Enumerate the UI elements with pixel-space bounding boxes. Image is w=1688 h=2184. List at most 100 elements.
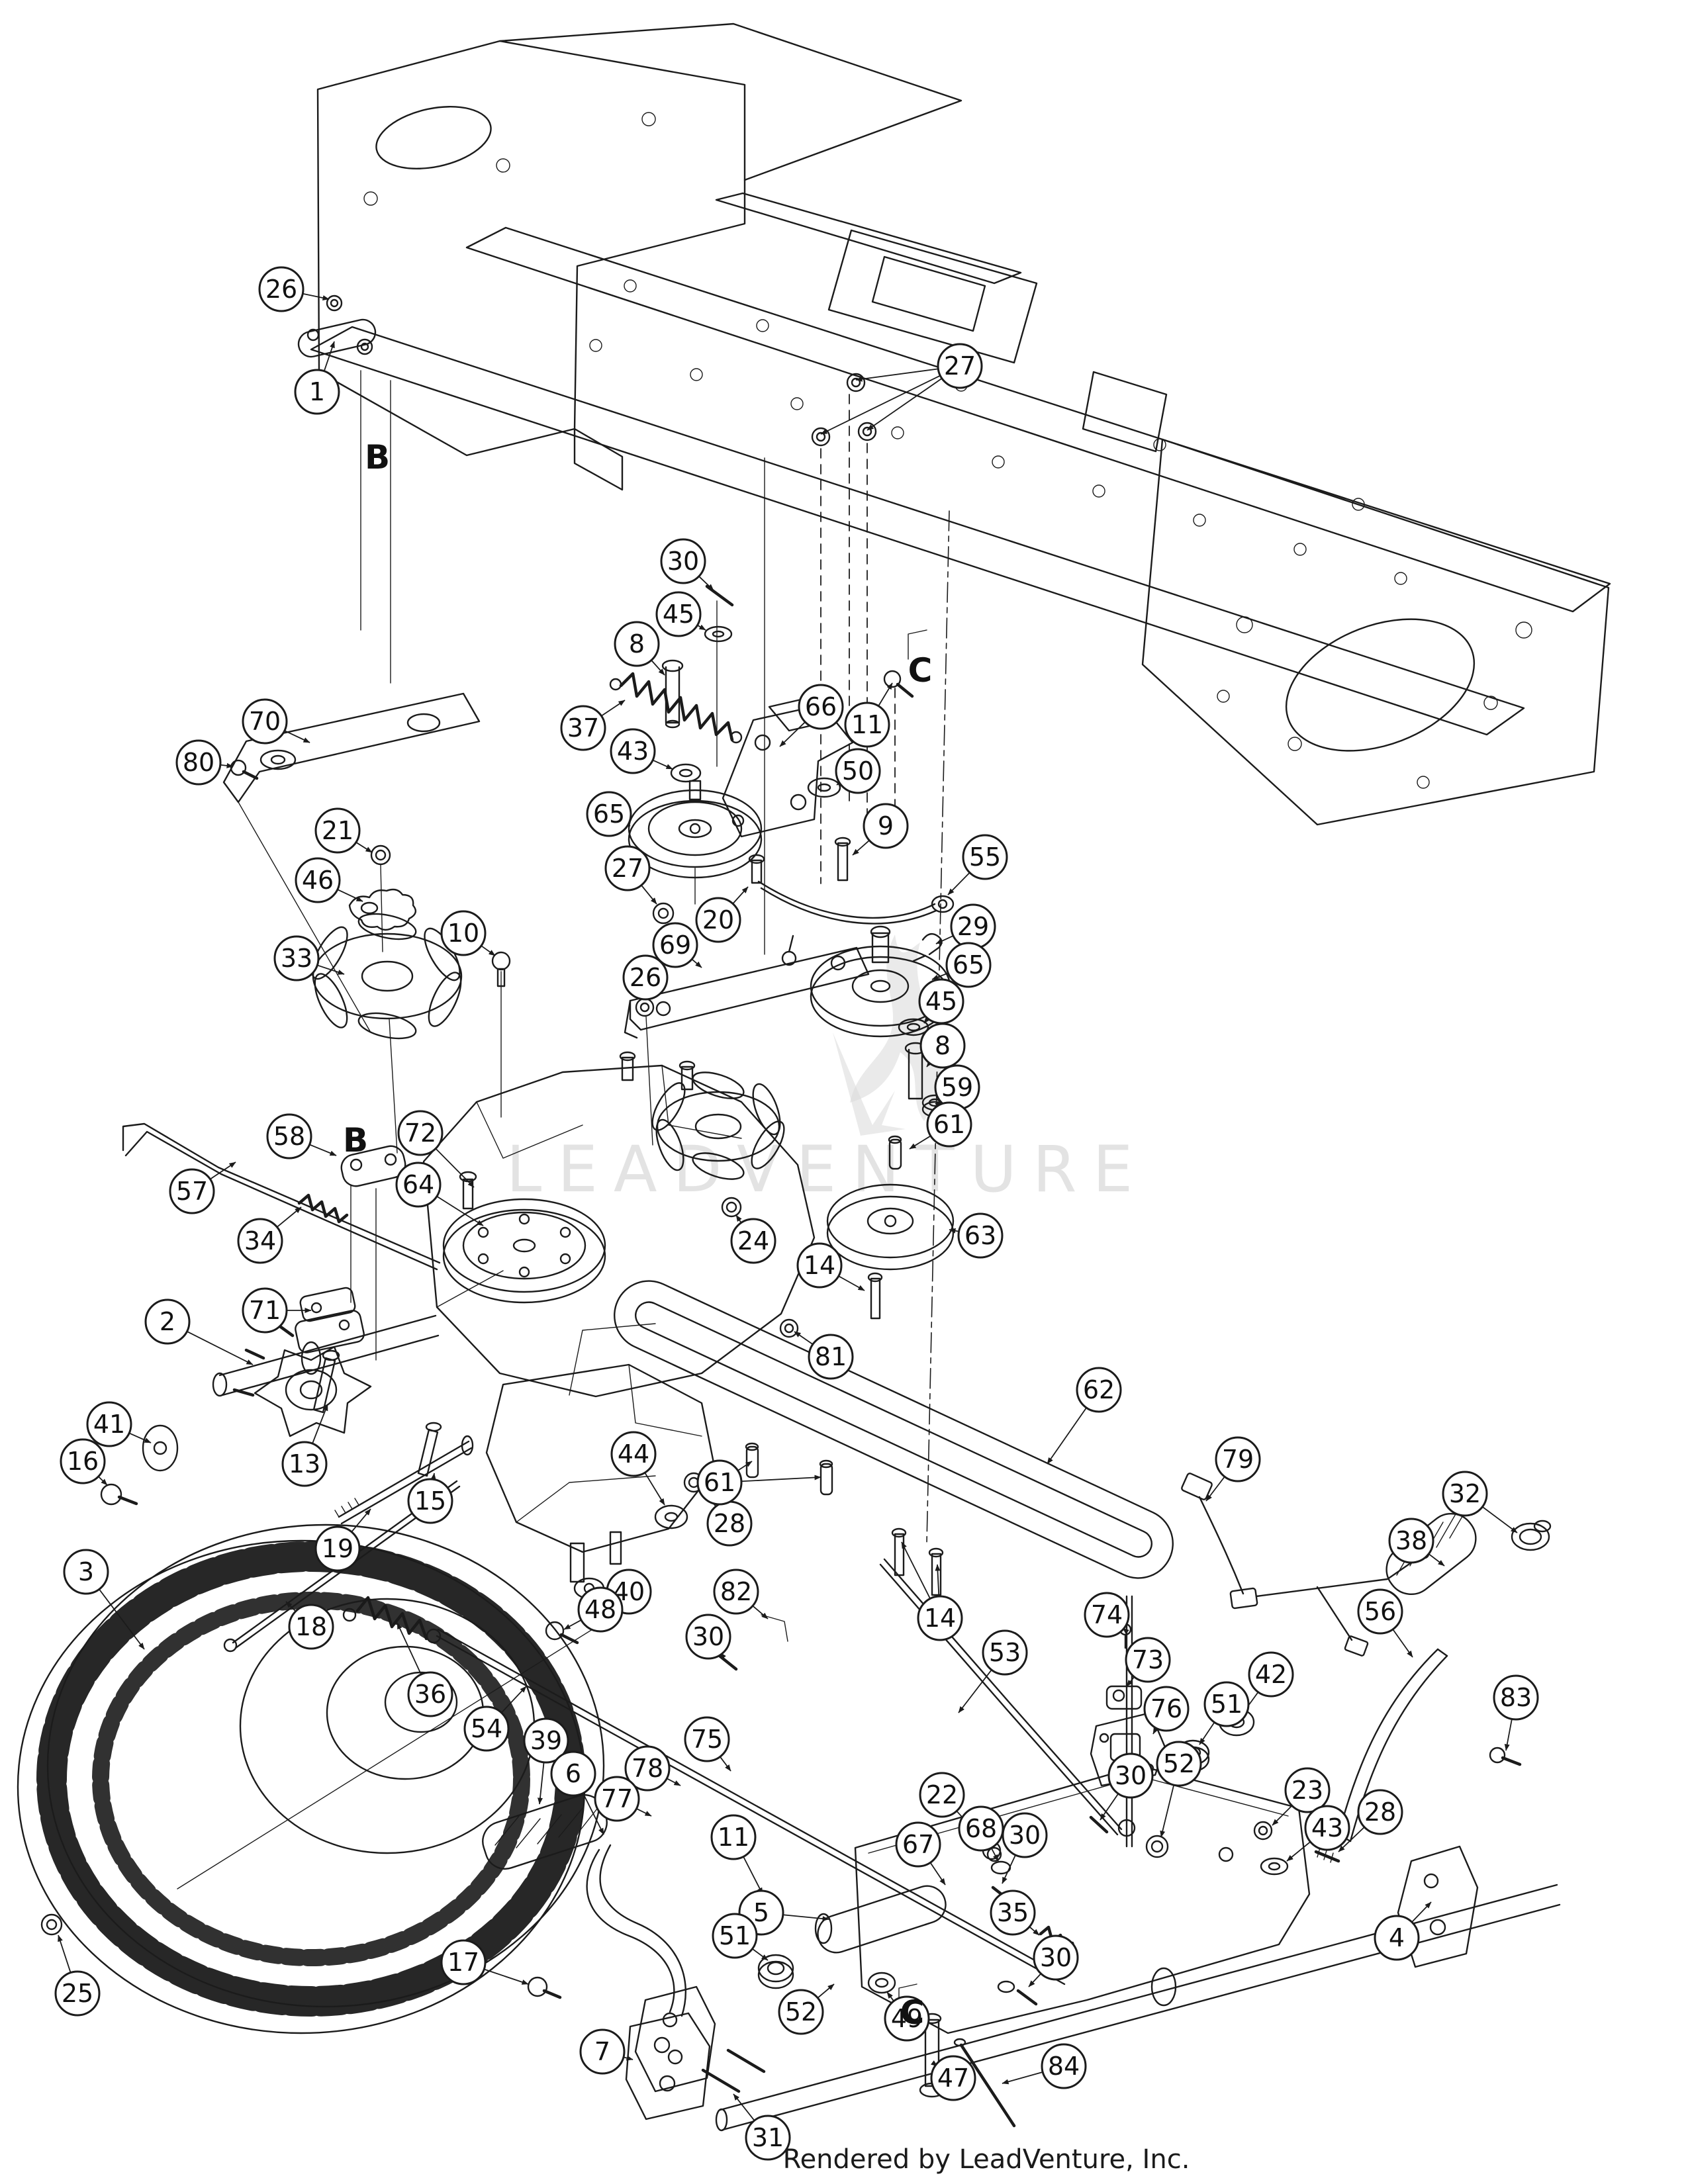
callout-balloon <box>610 1431 657 1477</box>
callout-73-73: 73 <box>1125 1637 1171 1683</box>
callout-balloon <box>169 1168 215 1214</box>
leader-line <box>931 972 949 980</box>
callout-balloon <box>660 538 706 584</box>
callout-number: 8 <box>935 1031 951 1060</box>
callout-balloon <box>288 1604 334 1650</box>
callout-number: 9 <box>878 811 894 841</box>
callout-balloon <box>863 803 909 849</box>
callout-number: 45 <box>663 600 694 629</box>
callout-20-18: 20 <box>695 897 741 943</box>
callout-balloon <box>844 702 890 748</box>
leader-line <box>1047 1407 1087 1465</box>
callout-number: 19 <box>322 1534 353 1563</box>
callout-52-89: 52 <box>778 1989 824 2035</box>
leader-line <box>743 1856 763 1895</box>
leader-line <box>751 1948 769 1961</box>
callout-balloon <box>395 1161 442 1208</box>
callout-number: 37 <box>567 713 599 743</box>
leader-line <box>317 964 345 975</box>
callout-balloon <box>655 591 702 637</box>
callout-number: 4 <box>1389 1923 1405 1952</box>
callout-balloon <box>652 922 698 968</box>
callout-balloon <box>579 2028 626 2075</box>
callout-7-88: 7 <box>579 2028 626 2075</box>
callout-number: 61 <box>704 1468 735 1497</box>
callout-8-27: 8 <box>919 1023 966 1069</box>
callout-balloon <box>624 1745 671 1792</box>
callout-number: 30 <box>1009 1821 1041 1850</box>
callout-number: 74 <box>1091 1600 1123 1629</box>
callout-balloon <box>463 1706 510 1752</box>
callout-balloon <box>1357 1789 1403 1835</box>
leader-line <box>1272 1805 1293 1826</box>
leader-line <box>652 759 673 770</box>
callout-number: 11 <box>718 1823 749 1852</box>
leader-line <box>636 1807 652 1817</box>
callout-balloon <box>962 834 1008 880</box>
leader-line <box>990 1847 999 1862</box>
callout-number: 54 <box>471 1714 502 1743</box>
leader-line <box>1160 1784 1175 1838</box>
leader-line <box>1504 1719 1513 1751</box>
section-letter-C-1: C <box>908 651 933 690</box>
callout-41-41: 41 <box>86 1401 132 1447</box>
callout-3-47: 3 <box>63 1549 109 1595</box>
callout-balloon <box>930 2055 976 2101</box>
leader-line <box>128 1432 152 1443</box>
leader-line <box>779 721 806 747</box>
callout-61-29: 61 <box>926 1101 972 1148</box>
callout-number: 59 <box>941 1073 973 1102</box>
callout-79-61: 79 <box>1215 1436 1261 1482</box>
callout-30-75: 30 <box>1107 1752 1154 1799</box>
callout-number: 66 <box>805 692 837 721</box>
leader-line <box>309 1144 337 1156</box>
callout-number: 5 <box>753 1898 769 1927</box>
callout-balloon <box>86 1401 132 1447</box>
callout-number: 11 <box>851 710 883 739</box>
callout-43-9: 43 <box>610 728 656 774</box>
callout-74-72: 74 <box>1084 1592 1130 1638</box>
callout-balloon <box>314 1525 361 1572</box>
leader-line <box>284 730 310 743</box>
leader-line <box>481 945 496 956</box>
callout-balloon <box>523 1717 569 1764</box>
leadventure-flame-icon <box>850 934 942 1121</box>
callout-24-32: 24 <box>730 1218 776 1264</box>
callout-58-35: 58 <box>266 1113 312 1160</box>
callout-61-53: 61 <box>696 1459 743 1506</box>
callout-balloon <box>730 1218 776 1264</box>
callout-balloon <box>1084 1592 1130 1638</box>
callout-number: 82 <box>720 1577 752 1606</box>
callout-balloon <box>1076 1367 1122 1413</box>
callout-balloon <box>1125 1637 1171 1683</box>
callout-19-44: 19 <box>314 1525 361 1572</box>
callout-number: 6 <box>565 1759 581 1788</box>
callout-balloon <box>407 1671 453 1717</box>
leader-line <box>838 1275 865 1291</box>
leader-line <box>303 293 330 300</box>
callout-balloon <box>281 1441 328 1487</box>
leader-line <box>741 1475 821 1482</box>
callout-balloon <box>917 1595 963 1641</box>
callout-26-0: 26 <box>258 266 305 312</box>
callout-balloon <box>798 684 844 730</box>
callout-number: 71 <box>249 1296 281 1325</box>
callout-balloon <box>990 1889 1036 1936</box>
callout-number: 21 <box>322 816 353 845</box>
callout-53-59: 53 <box>982 1629 1028 1676</box>
leader-line <box>641 885 657 905</box>
leader-line <box>187 1331 254 1365</box>
callout-76-74: 76 <box>1143 1686 1190 1732</box>
callout-balloon <box>175 739 222 786</box>
callout-balloon <box>1203 1681 1250 1727</box>
callout-balloon <box>1442 1471 1488 1517</box>
callout-number: 30 <box>1040 1943 1072 1972</box>
callout-balloon <box>1248 1651 1294 1698</box>
callout-16-42: 16 <box>60 1438 106 1484</box>
callout-balloon <box>695 897 741 943</box>
callout-number: 23 <box>1291 1776 1323 1805</box>
callout-number: 44 <box>618 1439 649 1469</box>
leader-line <box>435 1148 475 1188</box>
callout-balloon <box>745 2115 791 2161</box>
